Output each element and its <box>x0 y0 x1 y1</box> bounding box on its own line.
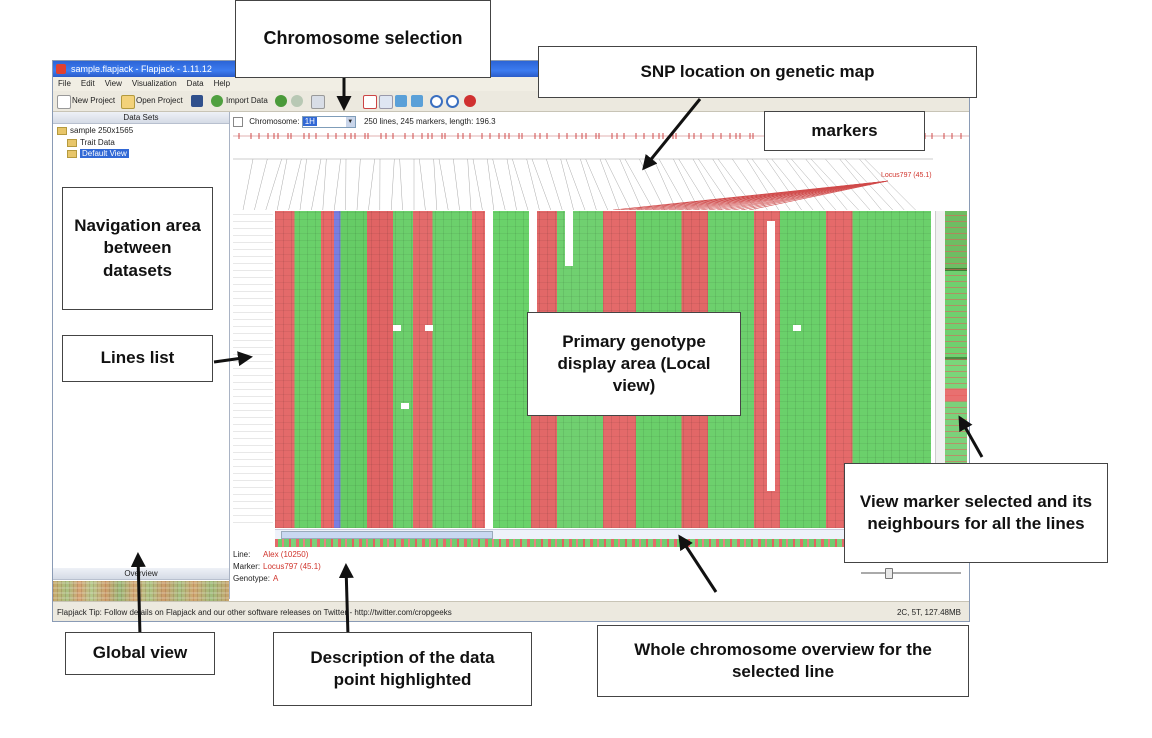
selected-marker-label: Locus797 (45.1) <box>881 172 932 179</box>
find-icon[interactable] <box>430 95 443 108</box>
callout-description: Description of the data point highlighte… <box>273 632 532 706</box>
help-icon[interactable] <box>464 95 476 107</box>
callout-global-view: Global view <box>65 632 215 675</box>
open-project-button[interactable]: Open Project <box>136 96 183 105</box>
line-label: Line: <box>233 550 251 559</box>
tree-root[interactable]: sample 250x1565 <box>57 126 133 135</box>
genotype-value: A <box>273 574 279 583</box>
slider-knob[interactable] <box>885 568 893 579</box>
save-icon[interactable] <box>191 95 203 107</box>
chromosome-overview-line[interactable] <box>275 539 969 547</box>
dataset-icon <box>57 126 67 135</box>
chevron-down-icon: ▼ <box>345 116 355 127</box>
undo-icon[interactable] <box>275 95 287 107</box>
folder-icon <box>121 95 135 109</box>
zoom-out-icon[interactable] <box>411 95 423 107</box>
view-icon <box>67 149 77 158</box>
genotype-label: Genotype: <box>233 574 270 583</box>
callout-chromosome-selection: Chromosome selection <box>235 0 491 78</box>
scroll-thumb[interactable] <box>281 531 493 539</box>
callout-markers: markers <box>764 111 925 151</box>
window-title: sample.flapjack - Flapjack - 1.11.12 <box>71 64 212 74</box>
marker-label: Marker: <box>233 562 261 571</box>
data-sets-header: Data Sets <box>53 112 229 124</box>
menu-help[interactable]: Help <box>213 79 231 88</box>
chromosome-label: Chromosome: <box>249 117 300 126</box>
primary-genotype-display[interactable] <box>233 211 931 528</box>
menu-view[interactable]: View <box>104 79 122 88</box>
callout-primary-display: Primary genotype display area (Local vie… <box>527 312 741 416</box>
callout-snp-location: SNP location on genetic map <box>538 46 977 98</box>
horizontal-scrollbar[interactable] <box>275 529 931 539</box>
tree-trait-data[interactable]: Trait Data <box>67 138 115 147</box>
callout-lines-list: Lines list <box>62 335 213 382</box>
chromosome-summary: 250 lines, 245 markers, length: 196.3 <box>363 117 496 126</box>
print-icon[interactable] <box>311 95 325 109</box>
callout-view-marker: View marker selected and its neighbours … <box>844 463 1108 563</box>
line-value: Alex (10250) <box>263 550 309 559</box>
overview-header: Overview <box>53 568 229 580</box>
status-bar: Flapjack Tip: Follow details on Flapjack… <box>53 601 969 621</box>
chromosome-bar: Chromosome: 1H▼ 250 lines, 245 markers, … <box>233 115 496 129</box>
menu-edit[interactable]: Edit <box>80 79 95 88</box>
chromosome-checkbox[interactable] <box>233 116 243 127</box>
data-point-description: Line: Alex (10250) Marker:Locus797 (45.1)… <box>233 549 321 585</box>
menu-file[interactable]: File <box>58 79 71 88</box>
select-icon[interactable] <box>363 95 377 109</box>
marker-fan <box>233 158 933 210</box>
memory-status: 2C, 5T, 127.48MB <box>896 608 961 617</box>
table-icon[interactable] <box>379 95 393 109</box>
marker-value: Locus797 (45.1) <box>263 562 321 571</box>
new-project-button[interactable]: New Project <box>72 96 116 105</box>
import-data-button[interactable]: Import Data <box>226 96 268 105</box>
callout-whole-chromosome: Whole chromosome overview for the select… <box>597 625 969 697</box>
refresh-icon[interactable] <box>446 95 459 108</box>
vertical-scrollbar[interactable] <box>935 211 945 525</box>
chromosome-select[interactable]: 1H▼ <box>301 115 356 128</box>
menu-data[interactable]: Data <box>186 79 204 88</box>
tree-default-view[interactable]: Default View <box>67 149 129 158</box>
zoom-slider[interactable] <box>861 568 961 579</box>
app-icon <box>56 64 66 74</box>
new-project-icon <box>57 95 71 109</box>
lines-list[interactable] <box>233 211 273 528</box>
menu-visualization[interactable]: Visualization <box>131 79 177 88</box>
redo-icon[interactable] <box>291 95 303 107</box>
import-icon <box>211 95 223 107</box>
status-tip: Flapjack Tip: Follow details on Flapjack… <box>57 608 452 617</box>
callout-navigation-area: Navigation area between datasets <box>62 187 213 310</box>
zoom-in-icon[interactable] <box>395 95 407 107</box>
table-icon <box>67 138 77 147</box>
